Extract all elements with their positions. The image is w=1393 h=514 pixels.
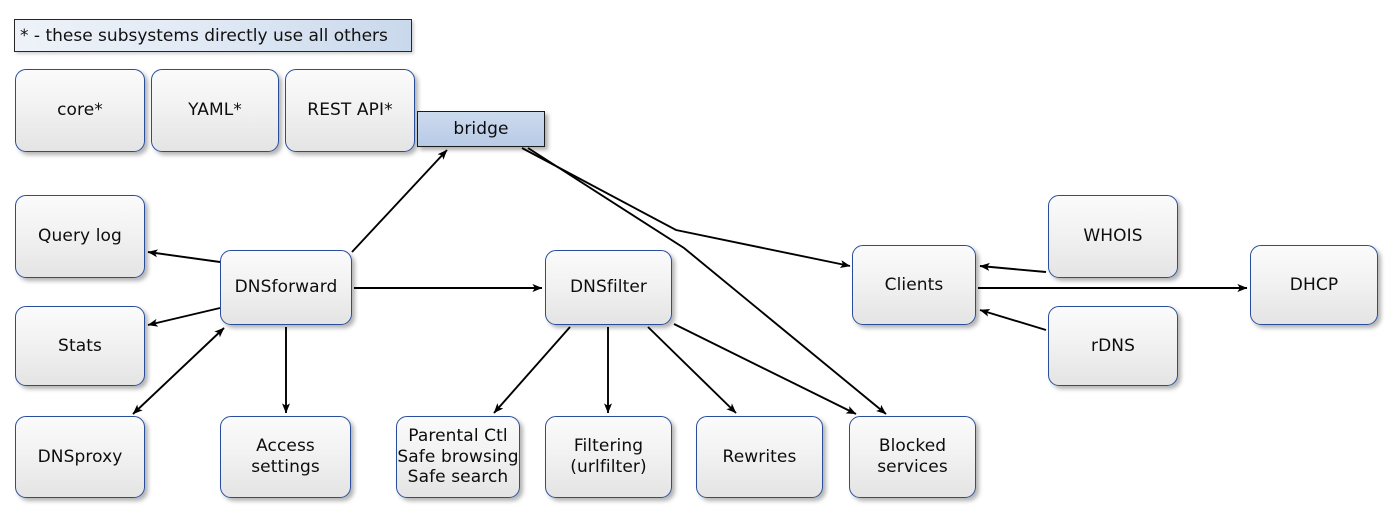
node-parental-control[interactable]: Parental Ctl Safe browsing Safe search: [396, 416, 520, 498]
edge-dnsforward-bridge: [351, 149, 448, 253]
node-rewrites[interactable]: Rewrites: [696, 416, 823, 498]
node-blocked-services[interactable]: Blocked services: [849, 416, 976, 498]
edge-dnsforward-querylog: [147, 249, 221, 263]
node-dnsproxy[interactable]: DNSproxy: [15, 416, 145, 498]
node-core[interactable]: core*: [15, 69, 145, 152]
legend-text: * - these subsystems directly use all ot…: [20, 25, 388, 46]
node-dnsfilter[interactable]: DNSfilter: [545, 250, 672, 325]
edge-dnsfilter-parental: [493, 326, 571, 414]
node-bridge[interactable]: bridge: [417, 111, 545, 147]
node-query-log[interactable]: Query log: [15, 195, 145, 278]
edge-dnsfilter-rewrites: [647, 326, 737, 414]
node-access-settings[interactable]: Access settings: [220, 416, 351, 498]
edge-rdns-clients: [979, 308, 1047, 331]
node-stats[interactable]: Stats: [15, 306, 145, 386]
node-rest-api[interactable]: REST API*: [285, 69, 415, 152]
node-dnsforward[interactable]: DNSforward: [220, 250, 352, 325]
node-clients[interactable]: Clients: [852, 245, 976, 325]
edge-dnsforward-stats: [147, 307, 221, 327]
legend-box: * - these subsystems directly use all ot…: [14, 19, 412, 52]
node-yaml[interactable]: YAML*: [151, 69, 279, 152]
node-filtering-urlfilter[interactable]: Filtering (urlfilter): [545, 416, 672, 498]
edge-dnsforward-dnsproxy: [132, 327, 225, 415]
node-dhcp[interactable]: DHCP: [1250, 245, 1378, 325]
node-whois[interactable]: WHOIS: [1048, 195, 1178, 278]
node-rdns[interactable]: rDNS: [1048, 306, 1178, 386]
edge-bridge-blocked: [527, 147, 887, 415]
edge-bridge-clients: [521, 147, 851, 268]
edge-whois-clients: [979, 262, 1047, 273]
edge-dnsfilter-blocked: [673, 323, 857, 415]
